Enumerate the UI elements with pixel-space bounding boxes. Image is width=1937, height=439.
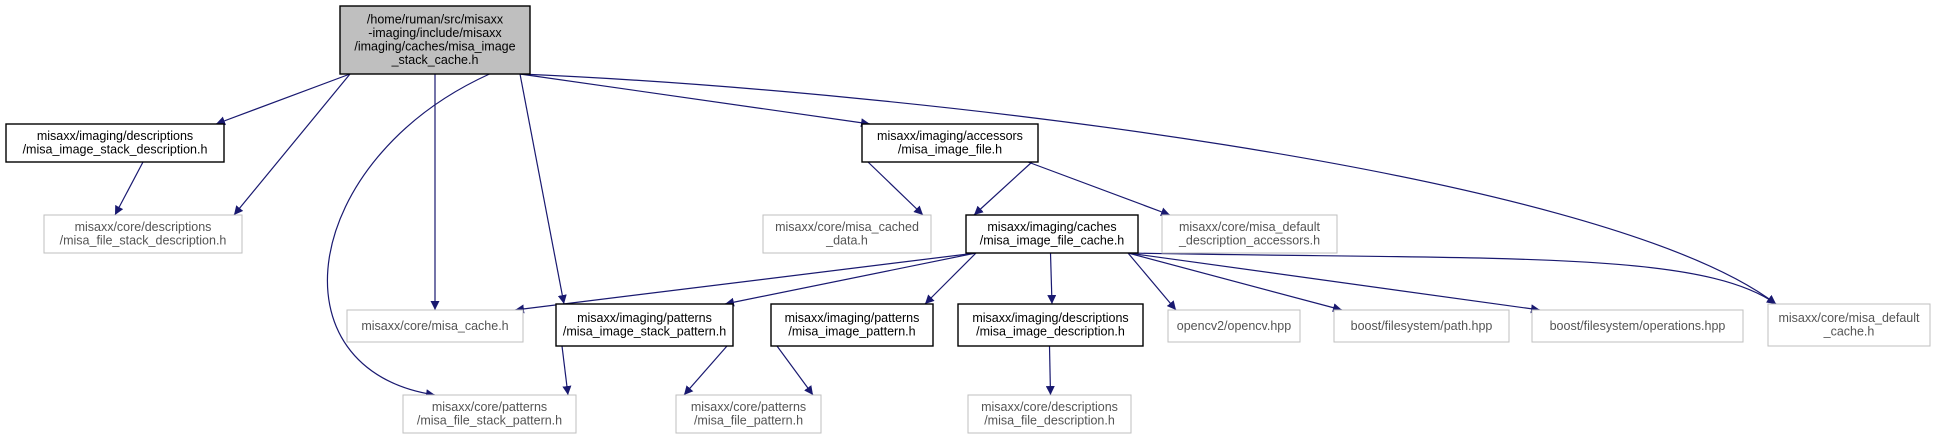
node-label-line: /misa_file_stack_description.h — [60, 234, 227, 248]
edge-image_file-to-cached_data — [867, 161, 924, 216]
node-label-line: misaxx/core/patterns — [691, 400, 806, 414]
edge-image_file_cache-to-default_cache — [1127, 252, 1777, 305]
node-label-line: opencv2/opencv.hpp — [1177, 319, 1291, 333]
edge-stack_pattern-to-file_pattern — [683, 345, 728, 396]
node-label-line: misaxx/core/misa_cache.h — [361, 319, 508, 333]
node-label-line: misaxx/imaging/descriptions — [972, 311, 1128, 325]
edge-stack_desc-to-file_stack_desc — [114, 161, 144, 216]
node-file_stack_pattern: misaxx/core/patterns/misa_file_stack_pat… — [402, 394, 577, 434]
node-label-line: misaxx/core/patterns — [432, 400, 547, 414]
node-label-line: /misa_image_stack_description.h — [23, 143, 208, 157]
node-label-line: misaxx/imaging/patterns — [785, 311, 920, 325]
node-label-line: boost/filesystem/path.hpp — [1351, 319, 1493, 333]
node-image_desc[interactable]: misaxx/imaging/descriptions/misa_image_d… — [957, 303, 1144, 347]
node-label-line: /misa_file_stack_pattern.h — [417, 414, 562, 428]
node-label-line: misaxx/imaging/accessors — [877, 129, 1023, 143]
node-label-line: -imaging/include/misaxx — [368, 26, 502, 40]
node-image_pattern[interactable]: misaxx/imaging/patterns/misa_image_patte… — [770, 303, 934, 347]
node-label-line: misaxx/core/misa_cached — [775, 220, 919, 234]
node-misa_cache: misaxx/core/misa_cache.h — [346, 309, 524, 343]
node-stack_desc[interactable]: misaxx/imaging/descriptions/misa_image_s… — [5, 123, 225, 163]
node-box — [555, 303, 734, 347]
node-label-line: misaxx/core/misa_default — [1179, 220, 1321, 234]
edge-image_desc-to-file_desc — [1045, 345, 1055, 396]
edge-image_file_cache-to-opencv — [1127, 252, 1177, 311]
edges-layer — [114, 73, 1777, 399]
node-default_accessors: misaxx/core/misa_default_description_acc… — [1161, 214, 1338, 254]
edge-root-to-default_cache — [519, 73, 1777, 305]
node-label-line: /misa_image_pattern.h — [788, 325, 915, 339]
node-label-line: misaxx/core/misa_default — [1778, 311, 1920, 325]
node-label-line: /misa_image_stack_pattern.h — [563, 325, 726, 339]
node-label-line: misaxx/core/descriptions — [981, 400, 1118, 414]
edge-stack_pattern-to-file_stack_pattern — [561, 345, 572, 396]
edge-image_file_cache-to-image_desc — [1047, 252, 1057, 305]
node-image_file[interactable]: misaxx/imaging/accessors/misa_image_file… — [861, 123, 1039, 163]
node-fs_ops: boost/filesystem/operations.hpp — [1531, 309, 1744, 343]
edge-root-to-stack_desc — [215, 73, 351, 126]
node-label-line: /misa_file_pattern.h — [694, 414, 803, 428]
node-box — [1531, 309, 1744, 343]
node-label-line: /home/ruman/src/misaxx — [367, 13, 504, 27]
edge-root-to-file_stack_pattern — [326, 73, 490, 399]
node-box — [762, 214, 932, 254]
node-box — [965, 214, 1139, 254]
node-fs_path: boost/filesystem/path.hpp — [1333, 309, 1510, 343]
node-default_cache: misaxx/core/misa_default_cache.h — [1767, 303, 1931, 347]
node-cached_data: misaxx/core/misa_cached_data.h — [762, 214, 932, 254]
node-label-line: _data.h — [825, 234, 868, 248]
edge-root-to-stack_pattern — [519, 73, 567, 305]
edge-image_file-to-default_accessors — [1027, 161, 1171, 217]
node-stack_pattern[interactable]: misaxx/imaging/patterns/misa_image_stack… — [555, 303, 734, 347]
edge-image_file_cache-to-fs_ops — [1127, 252, 1541, 314]
node-root[interactable]: /home/ruman/src/misaxx-imaging/include/m… — [339, 5, 531, 75]
node-label-line: /misa_image_file.h — [898, 143, 1002, 157]
node-box — [1167, 309, 1301, 343]
node-label-line: misaxx/imaging/caches — [987, 220, 1116, 234]
node-box — [1161, 214, 1338, 254]
node-file_desc: misaxx/core/descriptions/misa_file_descr… — [967, 394, 1132, 434]
node-label-line: misaxx/imaging/descriptions — [37, 129, 193, 143]
edge-image_file_cache-to-misa_cache — [514, 252, 977, 314]
node-box — [43, 214, 243, 254]
node-label-line: /misa_file_description.h — [984, 414, 1115, 428]
node-image_file_cache[interactable]: misaxx/imaging/caches/misa_image_file_ca… — [965, 214, 1139, 254]
edge-root-to-image_file — [519, 73, 871, 128]
node-box — [346, 309, 524, 343]
node-file_pattern: misaxx/core/patterns/misa_file_pattern.h — [675, 394, 822, 434]
node-box — [339, 5, 531, 75]
node-box — [957, 303, 1144, 347]
node-label-line: _stack_cache.h — [391, 53, 479, 67]
node-box — [675, 394, 822, 434]
node-label-line: /misa_image_file_cache.h — [980, 234, 1125, 248]
node-box — [1767, 303, 1931, 347]
node-box — [770, 303, 934, 347]
node-box — [967, 394, 1132, 434]
node-label-line: /imaging/caches/misa_image — [354, 40, 515, 54]
node-label-line: misaxx/core/descriptions — [75, 220, 212, 234]
node-box — [402, 394, 577, 434]
nodes-layer: /home/ruman/src/misaxx-imaging/include/m… — [5, 5, 1931, 434]
node-file_stack_desc: misaxx/core/descriptions/misa_file_stack… — [43, 214, 243, 254]
node-label-line: misaxx/imaging/patterns — [577, 311, 712, 325]
edge-image_file_cache-to-fs_path — [1127, 252, 1343, 313]
edge-image_pattern-to-file_pattern — [776, 345, 814, 396]
node-label-line: boost/filesystem/operations.hpp — [1550, 319, 1726, 333]
node-label-line: /misa_image_description.h — [976, 325, 1125, 339]
node-label-line: _description_accessors.h — [1178, 234, 1320, 248]
node-box — [5, 123, 225, 163]
edge-image_file-to-image_file_cache — [973, 161, 1033, 216]
edge-root-to-file_stack_desc — [233, 73, 351, 216]
node-box — [861, 123, 1039, 163]
edge-image_file_cache-to-stack_pattern — [724, 252, 977, 307]
node-box — [1333, 309, 1510, 343]
node-opencv: opencv2/opencv.hpp — [1167, 309, 1301, 343]
edge-image_file_cache-to-image_pattern — [924, 252, 977, 305]
node-label-line: _cache.h — [1823, 325, 1875, 339]
